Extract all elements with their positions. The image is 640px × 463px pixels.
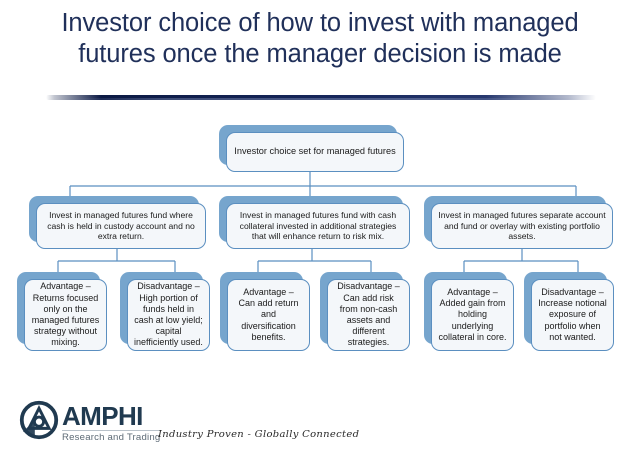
node-face: Advantage – Can add return and diversifi… [227, 279, 310, 351]
node-face: Disadvantage – High portion of funds hel… [127, 279, 210, 351]
node-branch-3-disadvantage[interactable]: Disadvantage – Increase notional exposur… [524, 272, 614, 351]
page-title: Investor choice of how to invest with ma… [61, 9, 579, 68]
node-branch-1-disadvantage[interactable]: Disadvantage – High portion of funds hel… [120, 272, 210, 351]
node-branch-1-label: Invest in managed futures fund where cas… [47, 210, 195, 242]
brand-subtitle: Research and Trading [62, 430, 161, 443]
node-face: Invest in managed futures fund where cas… [36, 203, 206, 249]
title-divider [46, 95, 596, 100]
node-branch-3-label: Invest in managed futures separate accou… [438, 210, 606, 242]
node-face: Advantage – Added gain from holding unde… [431, 279, 514, 351]
node-face: Disadvantage – Can add risk from non-cas… [327, 279, 410, 351]
node-branch-2-disadvantage-label: Disadvantage – Can add risk from non-cas… [337, 281, 400, 348]
node-root-label: Investor choice set for managed futures [234, 146, 396, 157]
brand-logo: AMPHI Research and Trading [18, 399, 161, 444]
node-branch-3-advantage[interactable]: Advantage – Added gain from holding unde… [424, 272, 514, 351]
node-branch-1-disadvantage-label: Disadvantage – High portion of funds hel… [134, 281, 203, 348]
node-face: Invest in managed futures fund with cash… [226, 203, 410, 249]
node-branch-3[interactable]: Invest in managed futures separate accou… [424, 196, 613, 249]
amphi-triskelion-icon [19, 400, 59, 440]
slide-footer: AMPHI Research and Trading Industry Prov… [0, 393, 640, 463]
node-branch-3-advantage-label: Advantage – Added gain from holding unde… [438, 286, 507, 342]
node-branch-1[interactable]: Invest in managed futures fund where cas… [29, 196, 206, 249]
brand-wordmark: AMPHI Research and Trading [62, 399, 161, 444]
brand-tagline: Industry Proven - Globally Connected [158, 429, 360, 440]
node-face: Advantage – Returns focused only on the … [24, 279, 107, 351]
node-face: Investor choice set for managed futures [226, 132, 404, 172]
node-branch-2-disadvantage[interactable]: Disadvantage – Can add risk from non-cas… [320, 272, 410, 351]
node-branch-2-advantage-label: Advantage – Can add return and diversifi… [238, 286, 299, 342]
brand-name: AMPHI [62, 401, 143, 431]
node-branch-2-advantage[interactable]: Advantage – Can add return and diversifi… [220, 272, 310, 351]
node-face: Disadvantage – Increase notional exposur… [531, 279, 614, 351]
node-branch-2[interactable]: Invest in managed futures fund with cash… [219, 196, 410, 249]
node-root[interactable]: Investor choice set for managed futures [219, 125, 404, 172]
node-branch-1-advantage[interactable]: Advantage – Returns focused only on the … [17, 272, 107, 351]
node-branch-2-label: Invest in managed futures fund with cash… [239, 210, 397, 242]
node-face: Invest in managed futures separate accou… [431, 203, 613, 249]
node-branch-3-disadvantage-label: Disadvantage – Increase notional exposur… [538, 286, 607, 342]
node-branch-1-advantage-label: Advantage – Returns focused only on the … [31, 281, 100, 348]
